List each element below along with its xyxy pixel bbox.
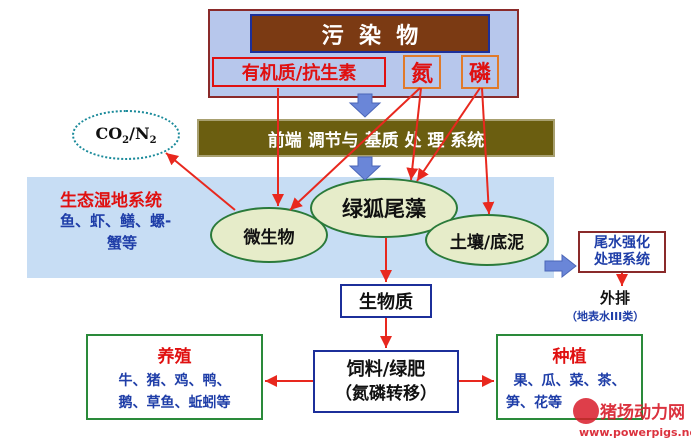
pollutant-title-label: 污 染 物: [321, 23, 419, 49]
nitrogen-label: 氮: [410, 62, 433, 87]
biomass-label: 生物质: [359, 292, 413, 313]
arrow-nitrogen-to-foxtail: [406, 87, 422, 181]
pollutant-title: 污 染 物: [250, 14, 490, 53]
watermark-title: 猪场动力网: [600, 403, 685, 423]
feed-fertilizer-line2: （氮磷转移）: [335, 383, 437, 404]
discharge-standard: （地表水III类）: [566, 310, 645, 323]
block-arrow-down-1: [348, 93, 382, 118]
biomass-box: 生物质: [340, 284, 432, 318]
breeding-line2: 鹅、草鱼、蚯蚓等: [118, 395, 231, 411]
foxtail-algae-label: 绿狐尾藻: [342, 197, 426, 221]
pretreatment-bar: 前端 调节与 基质 处 理 系统: [197, 119, 555, 157]
tailwater-line2: 处理系统: [594, 252, 650, 268]
wetland-title: 生态湿地系统: [60, 191, 162, 211]
watermark-logo-icon: [573, 398, 599, 424]
planting-box: 种植 果、瓜、菜、茶、 笋、花等: [496, 334, 643, 420]
microbes-node: 微生物: [210, 207, 328, 263]
wetland-species-line1: 鱼、虾、鳝、螺-: [60, 212, 172, 230]
wetland-species-line2: 蟹等: [107, 234, 138, 252]
breeding-line1: 牛、猪、鸡、鸭、: [118, 373, 231, 389]
soil-sediment-label: 土壤/底泥: [449, 232, 525, 253]
tailwater-system-box: 尾水强化 处理系统: [578, 231, 666, 273]
feed-fertilizer-box: 饲料/绿肥 （氮磷转移）: [313, 350, 459, 413]
organic-antibiotic-box: 有机质/抗生素: [212, 57, 386, 87]
arrow-phosphorus-to-soil: [481, 87, 495, 215]
breeding-title: 养殖: [157, 347, 192, 367]
breeding-box: 养殖 牛、猪、鸡、鸭、 鹅、草鱼、蚯蚓等: [86, 334, 263, 420]
discharge-label: 外排: [600, 289, 631, 307]
watermark-url: www.powerpigs.net: [579, 426, 691, 439]
planting-title: 种植: [552, 347, 587, 367]
planting-line1: 果、瓜、菜、茶、: [513, 373, 626, 389]
tailwater-line1: 尾水强化: [594, 235, 650, 251]
organic-antibiotic-label: 有机质/抗生素: [241, 63, 357, 84]
microbes-label: 微生物: [243, 227, 295, 248]
block-arrow-right: [544, 253, 577, 279]
co2-n2-label: CO2/N2: [95, 123, 157, 147]
planting-line2: 笋、花等: [506, 395, 562, 411]
nitrogen-box: 氮: [403, 55, 441, 89]
phosphorus-label: 磷: [468, 62, 491, 87]
feed-fertilizer-line1: 饲料/绿肥: [346, 358, 426, 380]
block-arrow-down-2: [348, 156, 382, 181]
arrow-nitrogen-to-microbes: [289, 87, 421, 211]
soil-sediment-node: 土壤/底泥: [425, 214, 549, 266]
pretreatment-label: 前端 调节与 基质 处 理 系统: [267, 130, 485, 151]
arrow-microbes-to-co2: [165, 152, 236, 211]
arrow-phosphorus-to-foxtail: [416, 87, 481, 182]
co2-n2-node: CO2/N2: [72, 110, 180, 160]
